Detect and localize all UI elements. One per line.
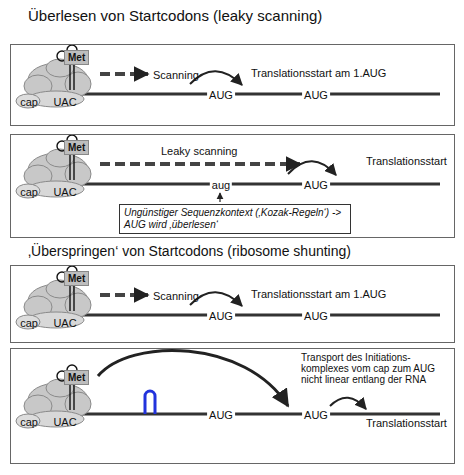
amino-acid-label: Met	[68, 52, 85, 63]
anticodon-label: UAC	[53, 317, 76, 329]
cap-label: cap	[20, 317, 38, 329]
anticodon-label: UAC	[53, 416, 76, 428]
start-arrow	[288, 161, 336, 175]
anticodon-label: UAC	[53, 96, 76, 108]
scanning-label: Leaky scanning	[161, 145, 237, 157]
section-heading: ‚Überspringen‘ von Startcodons (ribosome…	[28, 244, 351, 259]
start-label: Translationsstart am 1.AUG	[251, 288, 386, 300]
callout-box: Ungünstiger Sequenzkontext (‚Kozak-Regel…	[119, 204, 351, 234]
amino-acid-label: Met	[68, 273, 85, 284]
cap-label: cap	[20, 96, 38, 108]
leader-line	[219, 193, 220, 202]
diagram-panel: cap UAC Leaky scanning aug AUG Translationsst…	[10, 134, 455, 238]
rna-hairpin	[145, 391, 155, 414]
start-label: Translationsstart am 1.AUG	[251, 67, 386, 79]
mrna-strand	[40, 314, 440, 317]
codon-label: AUG	[207, 89, 235, 101]
scanning-label: Transport des Initiations- komplexes vom…	[301, 352, 446, 385]
amino-acid-label: Met	[68, 142, 85, 153]
amino-acid-box: Met	[64, 140, 89, 155]
codon-label: aug	[210, 179, 232, 191]
anticodon-label: UAC	[53, 186, 76, 198]
codon-label: AUG	[302, 179, 330, 191]
codon-label: AUG	[302, 89, 330, 101]
cap-label: cap	[20, 416, 38, 428]
start-label: Translationsstart	[366, 155, 447, 167]
codon-label: AUG	[302, 310, 330, 322]
amino-acid-label: Met	[68, 372, 85, 383]
cap-structure	[16, 184, 40, 198]
amino-acid-box: Met	[64, 370, 89, 385]
diagram-panel: cap UAC ScanningAUG AUG Translationsstart am…	[10, 44, 455, 126]
diagram-panel: cap UAC Transport des Initiations- komplex…	[10, 348, 455, 464]
scanning-label: Scanning	[153, 290, 199, 302]
diagram-panel: cap UAC ScanningAUG AUG Translationsstart am…	[10, 265, 455, 343]
mrna-strand	[40, 93, 440, 96]
callout-text: Ungünstiger Sequenzkontext (‚Kozak-Regel…	[124, 207, 346, 231]
codon-label: AUG	[207, 310, 235, 322]
ribosome	[16, 45, 440, 108]
mrna-strand	[40, 183, 440, 186]
scanning-arrow	[100, 293, 148, 297]
scanning-label: Scanning	[153, 69, 199, 81]
scanning-arrow	[100, 72, 148, 76]
mrna-strand	[40, 413, 440, 416]
start-arrow	[98, 350, 288, 406]
cap-structure	[16, 414, 40, 428]
cap-label: cap	[20, 186, 38, 198]
amino-acid-box: Met	[64, 271, 89, 286]
codon-label: AUG	[302, 409, 330, 421]
start-arrow	[330, 398, 366, 409]
title: Überlesen von Startcodons (leaky scannin…	[28, 8, 322, 25]
codon-label: AUG	[207, 409, 235, 421]
ribosome	[16, 266, 440, 329]
scanning-arrow	[100, 162, 300, 166]
cap-structure	[16, 315, 40, 329]
amino-acid-box: Met	[64, 50, 89, 65]
cap-structure	[16, 94, 40, 108]
start-label: Translationsstart	[366, 417, 447, 429]
